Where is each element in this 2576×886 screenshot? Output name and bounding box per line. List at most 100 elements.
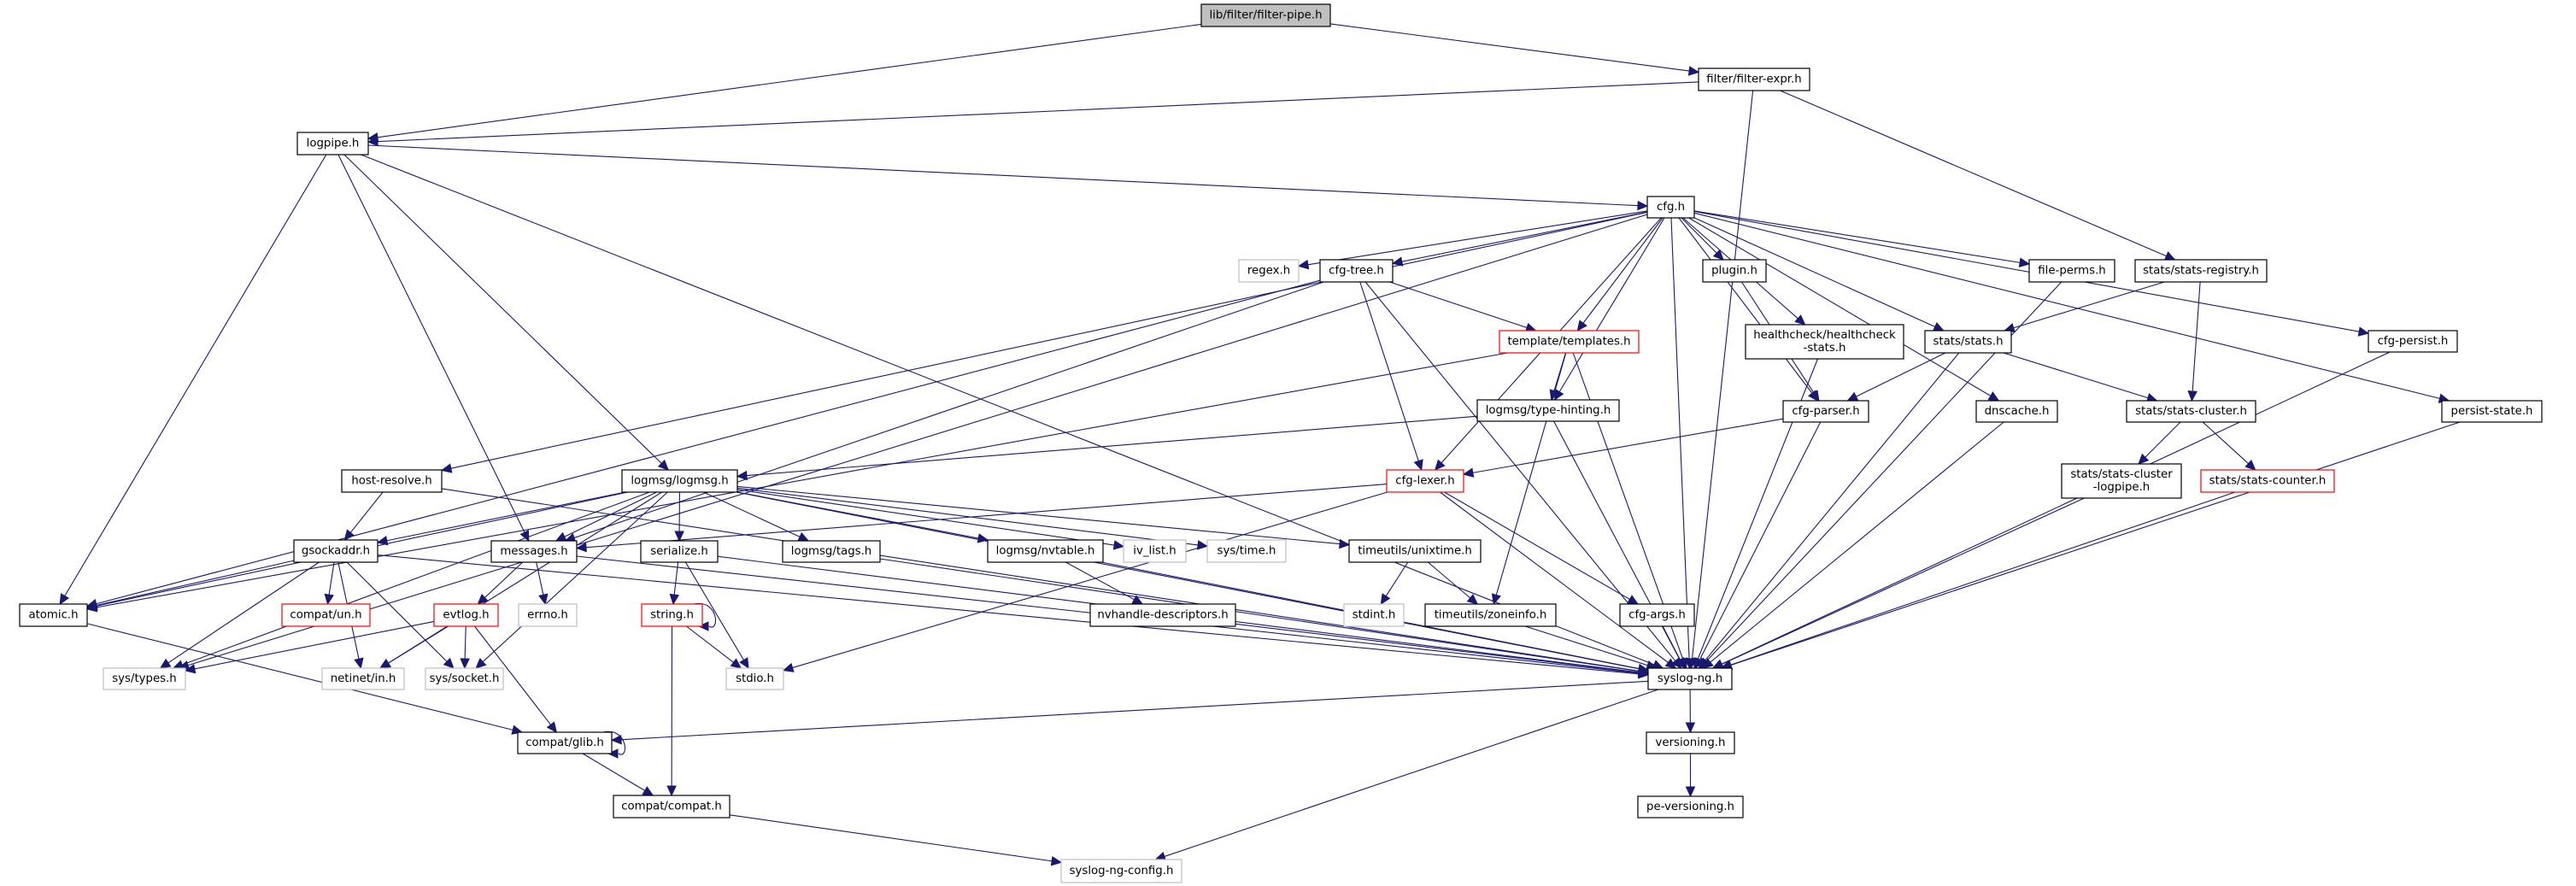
node-glib[interactable]: compat/glib.h <box>517 731 613 754</box>
node-cfg-persist[interactable]: cfg-persist.h <box>2368 330 2458 353</box>
node-box <box>2134 259 2268 283</box>
arrowhead-icon <box>1413 459 1423 472</box>
node-cfg-tree[interactable]: cfg-tree.h <box>1319 259 1394 283</box>
node-host-resolve[interactable]: host-resolve.h <box>341 469 443 493</box>
node-label: stats/stats.h <box>1933 336 2004 349</box>
node-stdint: stdint.h <box>1343 603 1405 627</box>
arrowhead-icon <box>1462 467 1475 478</box>
node-compat-un[interactable]: compat/un.h <box>281 603 371 627</box>
node-healthcheck[interactable]: healthcheck/healthcheck-stats.h <box>1745 324 1904 360</box>
node-label: serialize.h <box>650 545 708 558</box>
node-file-perms[interactable]: file-perms.h <box>2028 259 2115 283</box>
arrowhead-icon <box>1712 249 1724 261</box>
edge-line <box>1306 210 1648 266</box>
node-evtlog[interactable]: evtlog.h <box>433 603 499 627</box>
node-string[interactable]: string.h <box>641 603 703 627</box>
arrowhead-icon <box>1466 594 1479 605</box>
node-box <box>2028 259 2115 283</box>
node-persist-state[interactable]: persist-state.h <box>2441 400 2543 423</box>
node-nvhandle[interactable]: nvhandle-descriptors.h <box>1089 603 1236 627</box>
node-nvtable[interactable]: logmsg/nvtable.h <box>987 539 1104 563</box>
arrowhead-icon <box>666 785 677 797</box>
node-plugin[interactable]: plugin.h <box>1702 259 1767 283</box>
edge-line <box>337 154 525 534</box>
node-logmsg[interactable]: logmsg/logmsg.h <box>621 469 738 493</box>
arrowhead-icon <box>379 659 392 669</box>
arrowhead-icon <box>184 664 197 674</box>
node-messages[interactable]: messages.h <box>490 540 578 563</box>
edge-cfg-args-to-syslog-ng <box>1662 625 1686 670</box>
edge-line <box>1581 217 1664 325</box>
node-stats-cluster-logpipe[interactable]: stats/stats-cluster-logpipe.h <box>2061 463 2182 499</box>
edge-line <box>449 211 1648 469</box>
node-unixtime[interactable]: timeutils/unixtime.h <box>1348 539 1482 563</box>
node-atomic[interactable]: atomic.h <box>19 603 88 627</box>
node-cfg-parser[interactable]: cfg-parser.h <box>1782 400 1869 423</box>
node-label: file-perms.h <box>2038 265 2105 278</box>
node-label: -stats.h <box>1804 342 1846 355</box>
arrowhead-icon <box>367 136 378 147</box>
node-stats-counter[interactable]: stats/stats-counter.h <box>2200 469 2335 493</box>
edge-line <box>736 485 1341 545</box>
node-label: compat/glib.h <box>525 736 604 749</box>
node-syslog-ng[interactable]: syslog-ng.h <box>1647 667 1733 690</box>
edge-line <box>1728 491 2236 666</box>
edge-line <box>387 625 449 665</box>
node-gsockaddr[interactable]: gsockaddr.h <box>293 539 378 563</box>
node-box <box>1646 731 1735 754</box>
edge-cfg-to-cfg-persist <box>1693 210 2370 337</box>
edge-string-to-compat <box>666 625 677 797</box>
edge-line <box>1670 217 1690 660</box>
node-cfg[interactable]: cfg.h <box>1646 196 1695 219</box>
node-label: logmsg/logmsg.h <box>631 475 728 488</box>
node-compat[interactable]: compat/compat.h <box>613 795 731 819</box>
node-box <box>281 603 371 627</box>
edge-cfg-to-plugin <box>1681 217 1724 261</box>
node-stats-registry[interactable]: stats/stats-registry.h <box>2134 259 2268 283</box>
node-label: timeutils/zoneinfo.h <box>1435 609 1547 622</box>
node-label: syslog-ng.h <box>1658 672 1722 685</box>
node-box <box>1975 400 2058 423</box>
edge-line <box>536 561 544 596</box>
node-sys-socket: sys/socket.h <box>425 667 504 690</box>
node-type-hinting[interactable]: logmsg/type-hinting.h <box>1476 399 1620 422</box>
arrowhead-icon <box>669 593 680 606</box>
node-root[interactable]: lib/filter/filter-pipe.h <box>1200 3 1331 27</box>
edge-line <box>1427 561 1471 599</box>
node-tags[interactable]: logmsg/tags.h <box>782 540 881 563</box>
node-dnscache[interactable]: dnscache.h <box>1975 400 2058 423</box>
edge-line <box>1558 217 1665 393</box>
edge-unixtime-to-stdint <box>1380 561 1409 606</box>
edge-line <box>2192 281 2201 393</box>
node-stats[interactable]: stats/stats.h <box>1924 330 2012 354</box>
node-box <box>425 667 504 690</box>
node-serialize[interactable]: serialize.h <box>640 540 719 563</box>
node-versioning[interactable]: versioning.h <box>1646 731 1735 754</box>
edge-line <box>482 491 668 663</box>
node-pe-versioning[interactable]: pe-versioning.h <box>1637 795 1744 819</box>
edge-logpipe-to-atomic <box>59 154 327 606</box>
node-label: logmsg/tags.h <box>791 545 871 558</box>
edge-syslog-ng-to-syslog-ng-config <box>1154 689 1659 861</box>
node-cfg-args[interactable]: cfg-args.h <box>1619 603 1695 627</box>
edge-line <box>1662 625 1681 661</box>
edge-line <box>1780 90 2168 257</box>
node-templates[interactable]: template/templates.h <box>1499 330 1640 354</box>
edge-glib-to-compat <box>582 753 654 796</box>
node-box <box>1647 667 1733 690</box>
arrowhead-icon <box>440 463 453 473</box>
node-box <box>490 540 578 563</box>
node-box <box>1386 469 1464 493</box>
edge-cfg-parser-to-syslog-ng <box>1694 421 1822 670</box>
node-cfg-lexer[interactable]: cfg-lexer.h <box>1386 469 1464 493</box>
node-stats-cluster[interactable]: stats/stats-cluster.h <box>2126 400 2256 423</box>
node-zoneinfo[interactable]: timeutils/zoneinfo.h <box>1424 603 1557 627</box>
nodes-layer: lib/filter/filter-pipe.h filter/filter-ex… <box>19 3 2543 883</box>
node-filter-expr[interactable]: filter/filter-expr.h <box>1698 67 1810 91</box>
edge-unixtime-to-zoneinfo <box>1427 561 1479 605</box>
node-logpipe[interactable]: logpipe.h <box>296 132 369 155</box>
arrowhead-icon <box>519 530 530 543</box>
arrowhead-icon <box>1297 259 1310 270</box>
node-box <box>518 603 578 627</box>
